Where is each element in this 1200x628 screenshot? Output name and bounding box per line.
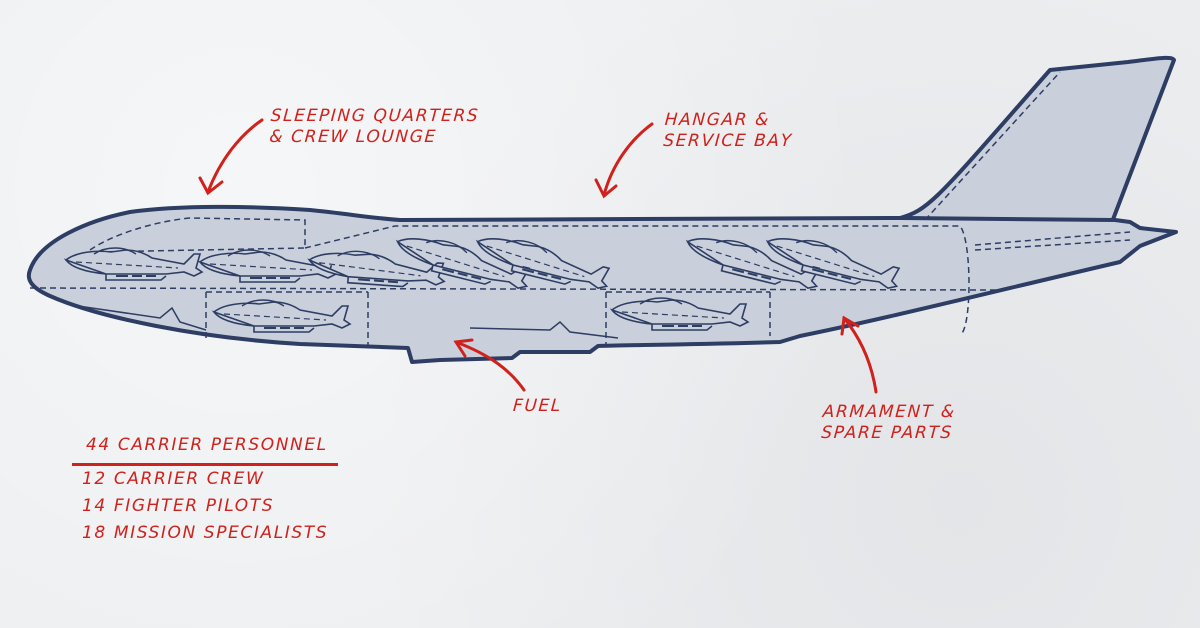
annotation-fuel: FUEL [512, 396, 563, 416]
tail-fin [898, 55, 1176, 224]
annotation-armament: ARMAMENT & SPARE PARTS [820, 402, 957, 443]
personnel-carrier-crew: 12 CARRIER CREW [82, 469, 265, 489]
personnel-mission-specialists: 18 MISSION SPECIALISTS [82, 523, 329, 543]
personnel-total: 44 CARRIER PERSONNEL [72, 432, 338, 466]
annotation-hangar: HANGAR & SERVICE BAY [662, 110, 794, 151]
personnel-legend: 44 CARRIER PERSONNEL 12 CARRIER CREW 14 … [72, 432, 338, 547]
annotation-sleeping-quarters: SLEEPING QUARTERS & CREW LOUNGE [268, 106, 480, 147]
personnel-fighter-pilots: 14 FIGHTER PILOTS [82, 496, 275, 516]
